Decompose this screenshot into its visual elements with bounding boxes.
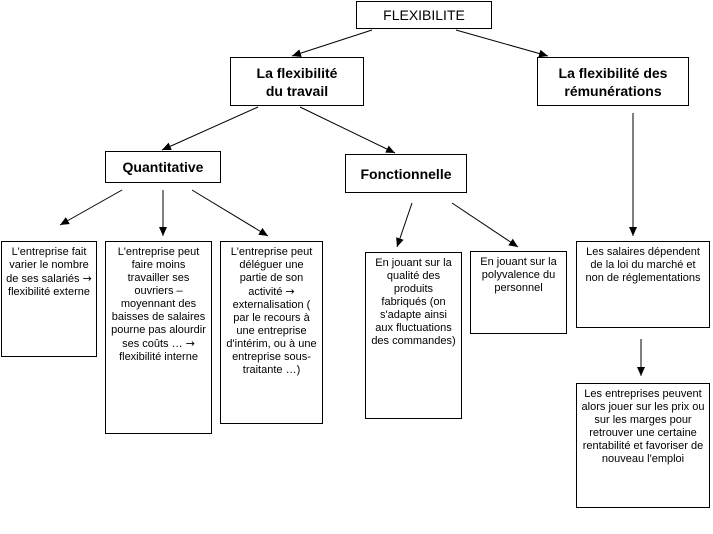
leaf-emploi: Les entreprises peuvent alors jouer sur …	[576, 383, 710, 508]
arrow-root-remunerations	[455, 29, 549, 58]
leaf-externalisation: L'entreprise peut déléguer une partie de…	[220, 241, 323, 424]
arrow-quant-externalisation	[191, 189, 269, 237]
travail-line1: La flexibilité	[256, 64, 338, 81]
node-flexibilite-remunerations: La flexibilité des rémunérations	[537, 57, 689, 106]
arrow-icon: →	[285, 285, 295, 298]
node-fonctionnelle: Fonctionnelle	[345, 154, 467, 193]
externalisation-text1: L'entreprise peut déléguer une partie de…	[230, 246, 313, 298]
node-quantitative: Quantitative	[105, 151, 221, 183]
emploi-text: Les entreprises peuvent alors jouer sur …	[581, 388, 705, 465]
fonctionnelle-title: Fonctionnelle	[360, 165, 452, 182]
produits-text: En jouant sur la qualité des produits fa…	[371, 257, 456, 347]
salaires-text: Les salaires dépendent de la loi du marc…	[585, 246, 701, 284]
externe-text: L'entreprise fait varier le nombre de se…	[6, 246, 89, 285]
leaf-flexibilite-externe: L'entreprise fait varier le nombre de se…	[1, 241, 97, 357]
remunerations-line1: La flexibilité des	[558, 64, 668, 81]
externalisation-text2: externalisation ( par le recours à une e…	[226, 299, 317, 376]
remunerations-line2: rémunérations	[564, 82, 662, 99]
arrow-fonct-polyvalence	[451, 202, 519, 248]
travail-line2: du travail	[265, 82, 329, 99]
leaf-salaires: Les salaires dépendent de la loi du marc…	[576, 241, 710, 328]
arrow-icon: →	[185, 337, 195, 350]
arrow-icon: →	[82, 272, 92, 285]
interne-text: L'entreprise peut faire moins travailler…	[111, 246, 206, 350]
root-node: FLEXIBILITE	[356, 1, 492, 29]
arrow-root-travail	[291, 29, 373, 58]
arrow-travail-fonctionnelle	[299, 106, 396, 154]
node-flexibilite-travail: La flexibilité du travail	[230, 57, 364, 106]
arrow-fonct-produits	[396, 202, 413, 248]
interne-tail: flexibilité interne	[119, 351, 198, 363]
polyvalence-text: En jouant sur la polyvalence du personne…	[480, 256, 557, 294]
arrow-quant-externe	[59, 189, 123, 226]
externe-tail: flexibilité externe	[8, 286, 90, 298]
leaf-flexibilite-interne: L'entreprise peut faire moins travailler…	[105, 241, 212, 434]
quantitative-title: Quantitative	[122, 159, 204, 175]
leaf-qualite-produits: En jouant sur la qualité des produits fa…	[365, 252, 462, 419]
arrow-travail-quantitative	[161, 106, 259, 151]
leaf-polyvalence: En jouant sur la polyvalence du personne…	[470, 251, 567, 334]
root-title: FLEXIBILITE	[383, 7, 465, 23]
